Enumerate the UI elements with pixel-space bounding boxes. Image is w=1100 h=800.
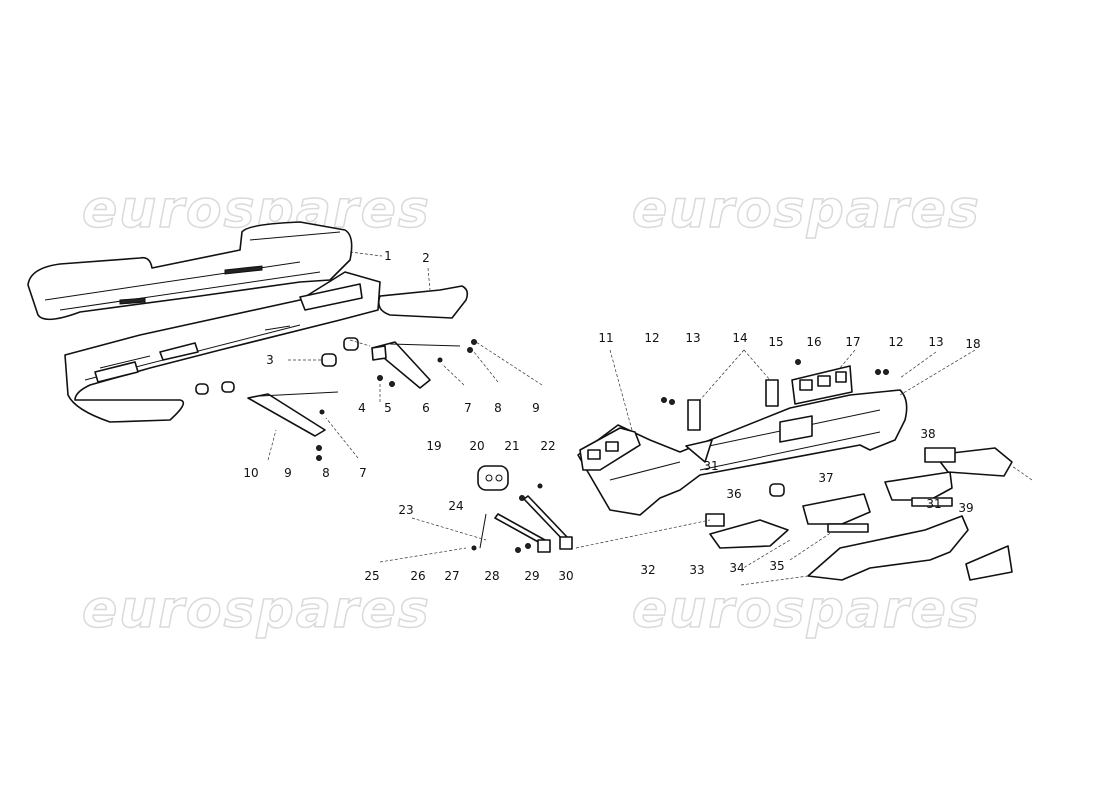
bumper-bracket-lower [247, 391, 339, 437]
callout-25: 25 [364, 569, 379, 583]
rubber-buffers [195, 337, 359, 395]
callout-2: 2 [422, 251, 430, 265]
bumper-bracket-upper [371, 341, 461, 389]
callout-9: 9 [532, 401, 540, 415]
callout-33: 33 [689, 563, 704, 577]
callout-26: 26 [410, 569, 425, 583]
watermark-bottom-right: eurospares [631, 579, 981, 641]
callout-32: 32 [640, 563, 655, 577]
callout-7: 7 [464, 401, 472, 415]
rear-bumper-center-panel [791, 365, 853, 405]
callout-4: 4 [358, 401, 366, 415]
callout-31: 31 [926, 497, 941, 511]
callout-11: 11 [598, 331, 613, 345]
callout-18: 18 [965, 337, 980, 351]
callout-23: 23 [398, 503, 413, 517]
stay-rods [471, 483, 573, 553]
leader-lines [267, 251, 1033, 586]
front-bumper-upper [27, 221, 353, 321]
callout-7: 7 [359, 466, 367, 480]
fasteners-left [316, 339, 477, 461]
callout-39: 39 [958, 501, 973, 515]
callout-28: 28 [484, 569, 499, 583]
callout-20: 20 [469, 439, 484, 453]
callout-13: 13 [685, 331, 700, 345]
callout-5: 5 [384, 401, 392, 415]
callout-1: 1 [384, 249, 392, 263]
callout-31: 31 [703, 459, 718, 473]
callout-24: 24 [448, 499, 463, 513]
callout-34: 34 [729, 561, 744, 575]
callout-6: 6 [422, 401, 430, 415]
callout-36: 36 [726, 487, 741, 501]
callout-14: 14 [732, 331, 747, 345]
callout-8: 8 [494, 401, 502, 415]
rear-bumper-main [577, 389, 908, 516]
callout-9: 9 [284, 466, 292, 480]
callout-8: 8 [322, 466, 330, 480]
front-spoiler [377, 285, 469, 319]
front-bumper-main [64, 271, 381, 423]
callout-13: 13 [928, 335, 943, 349]
callout-16: 16 [806, 335, 821, 349]
callout-22: 22 [540, 439, 555, 453]
mount-block-19 [477, 465, 509, 491]
rear-bumper-pads [705, 447, 1013, 581]
callout-38: 38 [920, 427, 935, 441]
callout-37: 37 [818, 471, 833, 485]
watermark-bottom-left: eurospares [81, 579, 431, 641]
rear-brackets [661, 359, 889, 497]
callout-15: 15 [768, 335, 783, 349]
callout-35: 35 [769, 559, 784, 573]
callout-30: 30 [558, 569, 573, 583]
callout-3: 3 [266, 353, 274, 367]
callout-29: 29 [524, 569, 539, 583]
watermark-top-right: eurospares [631, 179, 981, 241]
callout-10: 10 [243, 466, 258, 480]
callout-19: 19 [426, 439, 441, 453]
callout-12: 12 [644, 331, 659, 345]
callout-27: 27 [444, 569, 459, 583]
callout-17: 17 [845, 335, 860, 349]
callout-21: 21 [504, 439, 519, 453]
callout-12: 12 [888, 335, 903, 349]
